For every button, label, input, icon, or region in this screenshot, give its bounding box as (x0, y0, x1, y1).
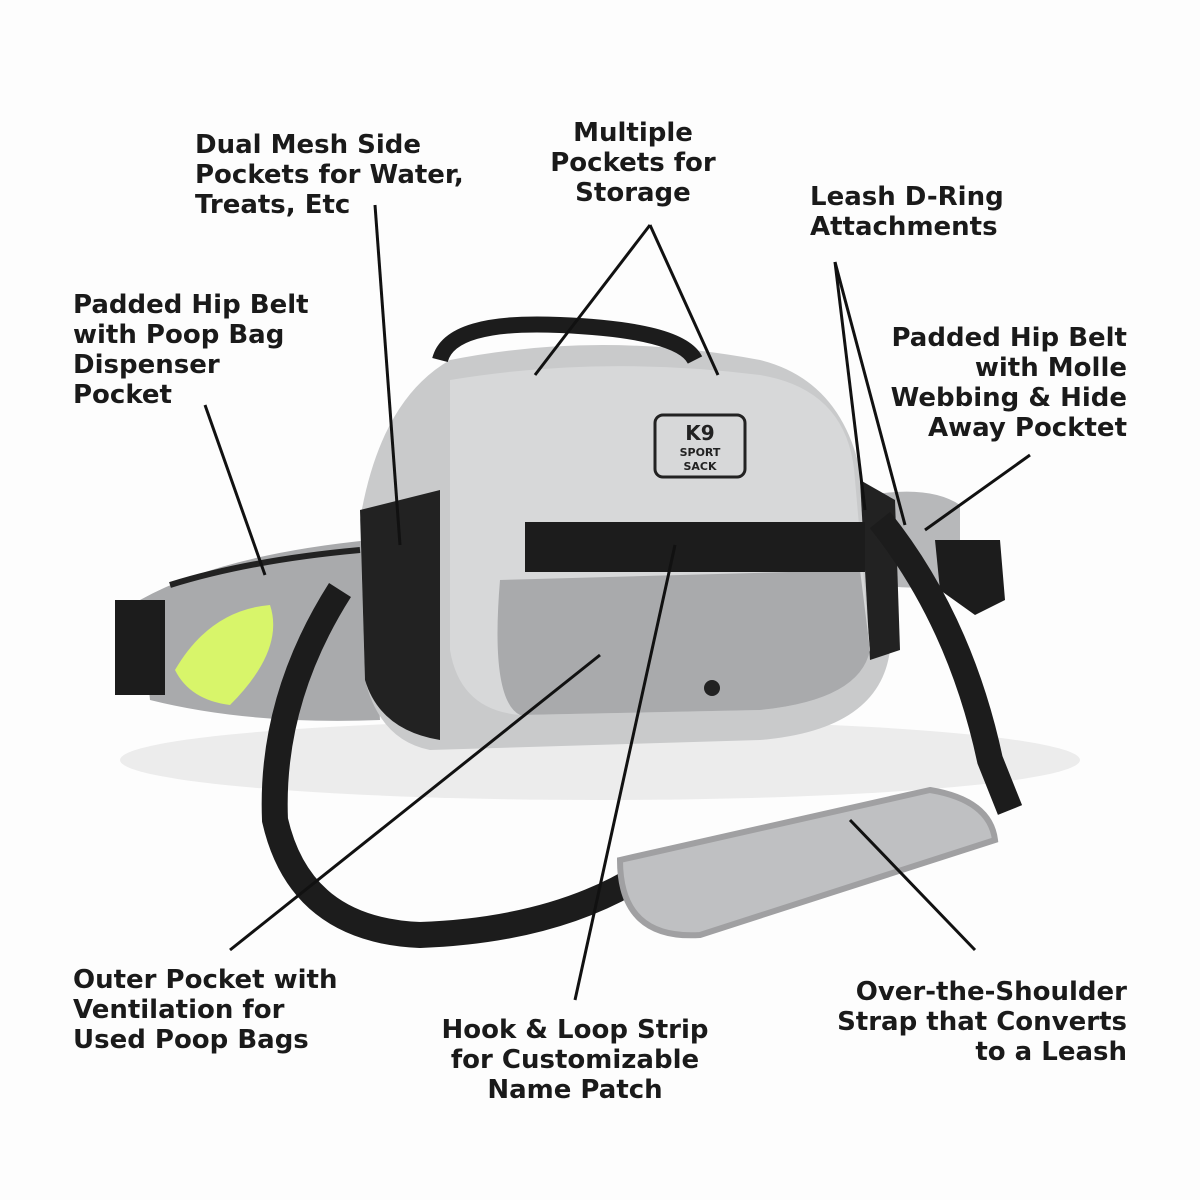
callout-line: Away Pocktet (928, 413, 1127, 443)
brand-logo: K9 SPORT SACK (653, 413, 747, 479)
callout-line: Treats, Etc (195, 190, 351, 220)
callout-leash-d-ring: Leash D-Ring Attachments (810, 182, 1004, 242)
callout-multiple-pockets: Multiple Pockets for Storage (533, 118, 733, 208)
callout-line: Strap that Converts (837, 1007, 1127, 1037)
callout-line: Used Poop Bags (73, 1025, 309, 1055)
callout-mesh-side-pockets: Dual Mesh Side Pockets for Water, Treats… (195, 130, 464, 220)
callout-line: Hook & Loop Strip (441, 1015, 709, 1045)
callout-line: Storage (575, 178, 691, 208)
callout-line: Pockets for Water, (195, 160, 464, 190)
carry-handle (432, 316, 703, 365)
callout-line: Leash D-Ring (810, 182, 1004, 212)
callout-line: Over-the-Shoulder (855, 977, 1127, 1007)
callout-line: Padded Hip Belt (891, 323, 1127, 353)
callout-line: to a Leash (975, 1037, 1127, 1067)
callout-line: Multiple (573, 118, 693, 148)
callout-line: Dual Mesh Side (195, 130, 422, 160)
shoulder-pad (616, 786, 999, 939)
callout-line: Dispenser (73, 350, 220, 380)
leader-lines (203, 204, 1031, 1001)
callout-line: Attachments (810, 212, 998, 242)
callout-line: Webbing & Hide (890, 383, 1127, 413)
callout-line: Padded Hip Belt (73, 290, 309, 320)
hook-loop-strip (525, 522, 865, 572)
shoulder-strap-right (869, 511, 1023, 815)
callout-line: with Poop Bag (73, 320, 285, 350)
shoulder-strap (261, 583, 658, 949)
mesh-side-pocket-left (360, 490, 440, 740)
left-belt-strap (115, 600, 165, 695)
callout-shoulder-strap: Over-the-Shoulder Strap that Converts to… (837, 977, 1127, 1067)
callout-line: Name Patch (487, 1075, 663, 1105)
callout-line: Outer Pocket with (73, 965, 338, 995)
callout-hip-belt-poop-bag: Padded Hip Belt with Poop Bag Dispenser … (73, 290, 309, 410)
svg-text:SPORT: SPORT (680, 446, 721, 459)
svg-text:K9: K9 (685, 421, 714, 445)
callout-line: Pocket (73, 380, 172, 410)
outer-pocket (497, 570, 870, 715)
poop-bag (175, 605, 274, 705)
callout-line: Pockets for (550, 148, 716, 178)
callout-hip-belt-molle: Padded Hip Belt with Molle Webbing & Hid… (891, 323, 1127, 443)
poop-bag-pocket-zipper (169, 547, 361, 588)
callout-hook-loop-strip: Hook & Loop Strip for Customizable Name … (425, 1015, 725, 1105)
ventilation-grommet (704, 680, 720, 696)
shadow (120, 720, 1080, 800)
callout-line: Ventilation for (73, 995, 285, 1025)
svg-text:SACK: SACK (683, 460, 717, 473)
right-belt-strap (935, 540, 1005, 615)
callout-line: for Customizable (450, 1045, 700, 1075)
callout-outer-pocket: Outer Pocket with Ventilation for Used P… (73, 965, 337, 1055)
callout-line: with Molle (974, 353, 1127, 383)
